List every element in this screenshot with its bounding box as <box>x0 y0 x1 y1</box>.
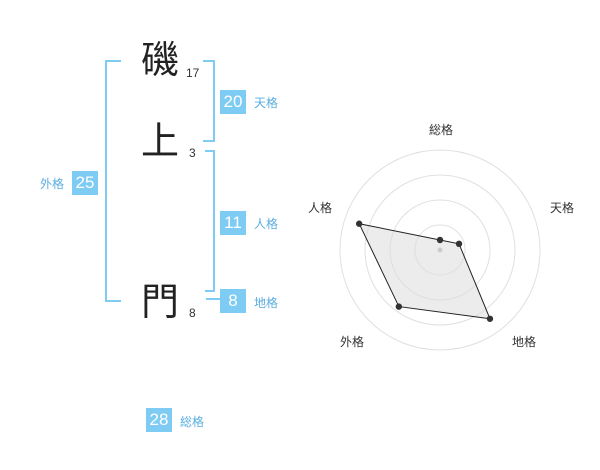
stroke-count-1: 17 <box>186 66 200 80</box>
axis-label-chikaku: 地格 <box>512 334 536 349</box>
chikaku-value: 8 <box>220 289 246 313</box>
axis-label-jinkaku: 人格 <box>308 200 332 215</box>
soukaku-value: 28 <box>146 408 172 432</box>
tenkaku-bracket <box>203 60 215 142</box>
axis-label-tenkaku: 天格 <box>550 200 574 215</box>
radar-point-1 <box>455 240 463 248</box>
jinkaku-bracket <box>205 150 215 292</box>
radar-center-dot <box>437 247 443 253</box>
soukaku-label: 総格 <box>180 415 205 429</box>
radar-point-3 <box>395 303 403 310</box>
tenkaku-label: 天格 <box>254 96 279 110</box>
jinkaku-label: 人格 <box>254 217 279 231</box>
name-char-3: 門 <box>141 280 180 324</box>
radar-ring-4 <box>339 149 541 351</box>
tenkaku-value: 20 <box>220 90 246 114</box>
chikaku-connector <box>206 298 220 300</box>
radar-point-0 <box>436 236 444 244</box>
gaikaku-label: 外格 <box>40 177 65 191</box>
radar-ring-3 <box>364 174 516 326</box>
gaikaku-value: 25 <box>72 171 98 195</box>
name-char-1: 磯 <box>141 38 180 82</box>
stroke-count-3: 8 <box>189 306 196 320</box>
chikaku-label: 地格 <box>254 296 279 310</box>
radar-shape <box>358 223 491 320</box>
name-char-2: 上 <box>141 119 180 163</box>
radar-point-4 <box>355 220 363 227</box>
axis-label-soukaku: 総格 <box>429 122 453 137</box>
gaikaku-bracket <box>105 60 121 302</box>
radar-chart: 総格 天格 地格 外格 人格 <box>308 122 574 351</box>
jinkaku-value: 11 <box>220 211 246 235</box>
axis-label-gaikaku: 外格 <box>340 334 364 349</box>
radar-point-2 <box>486 315 494 322</box>
stroke-count-2: 3 <box>189 146 196 160</box>
